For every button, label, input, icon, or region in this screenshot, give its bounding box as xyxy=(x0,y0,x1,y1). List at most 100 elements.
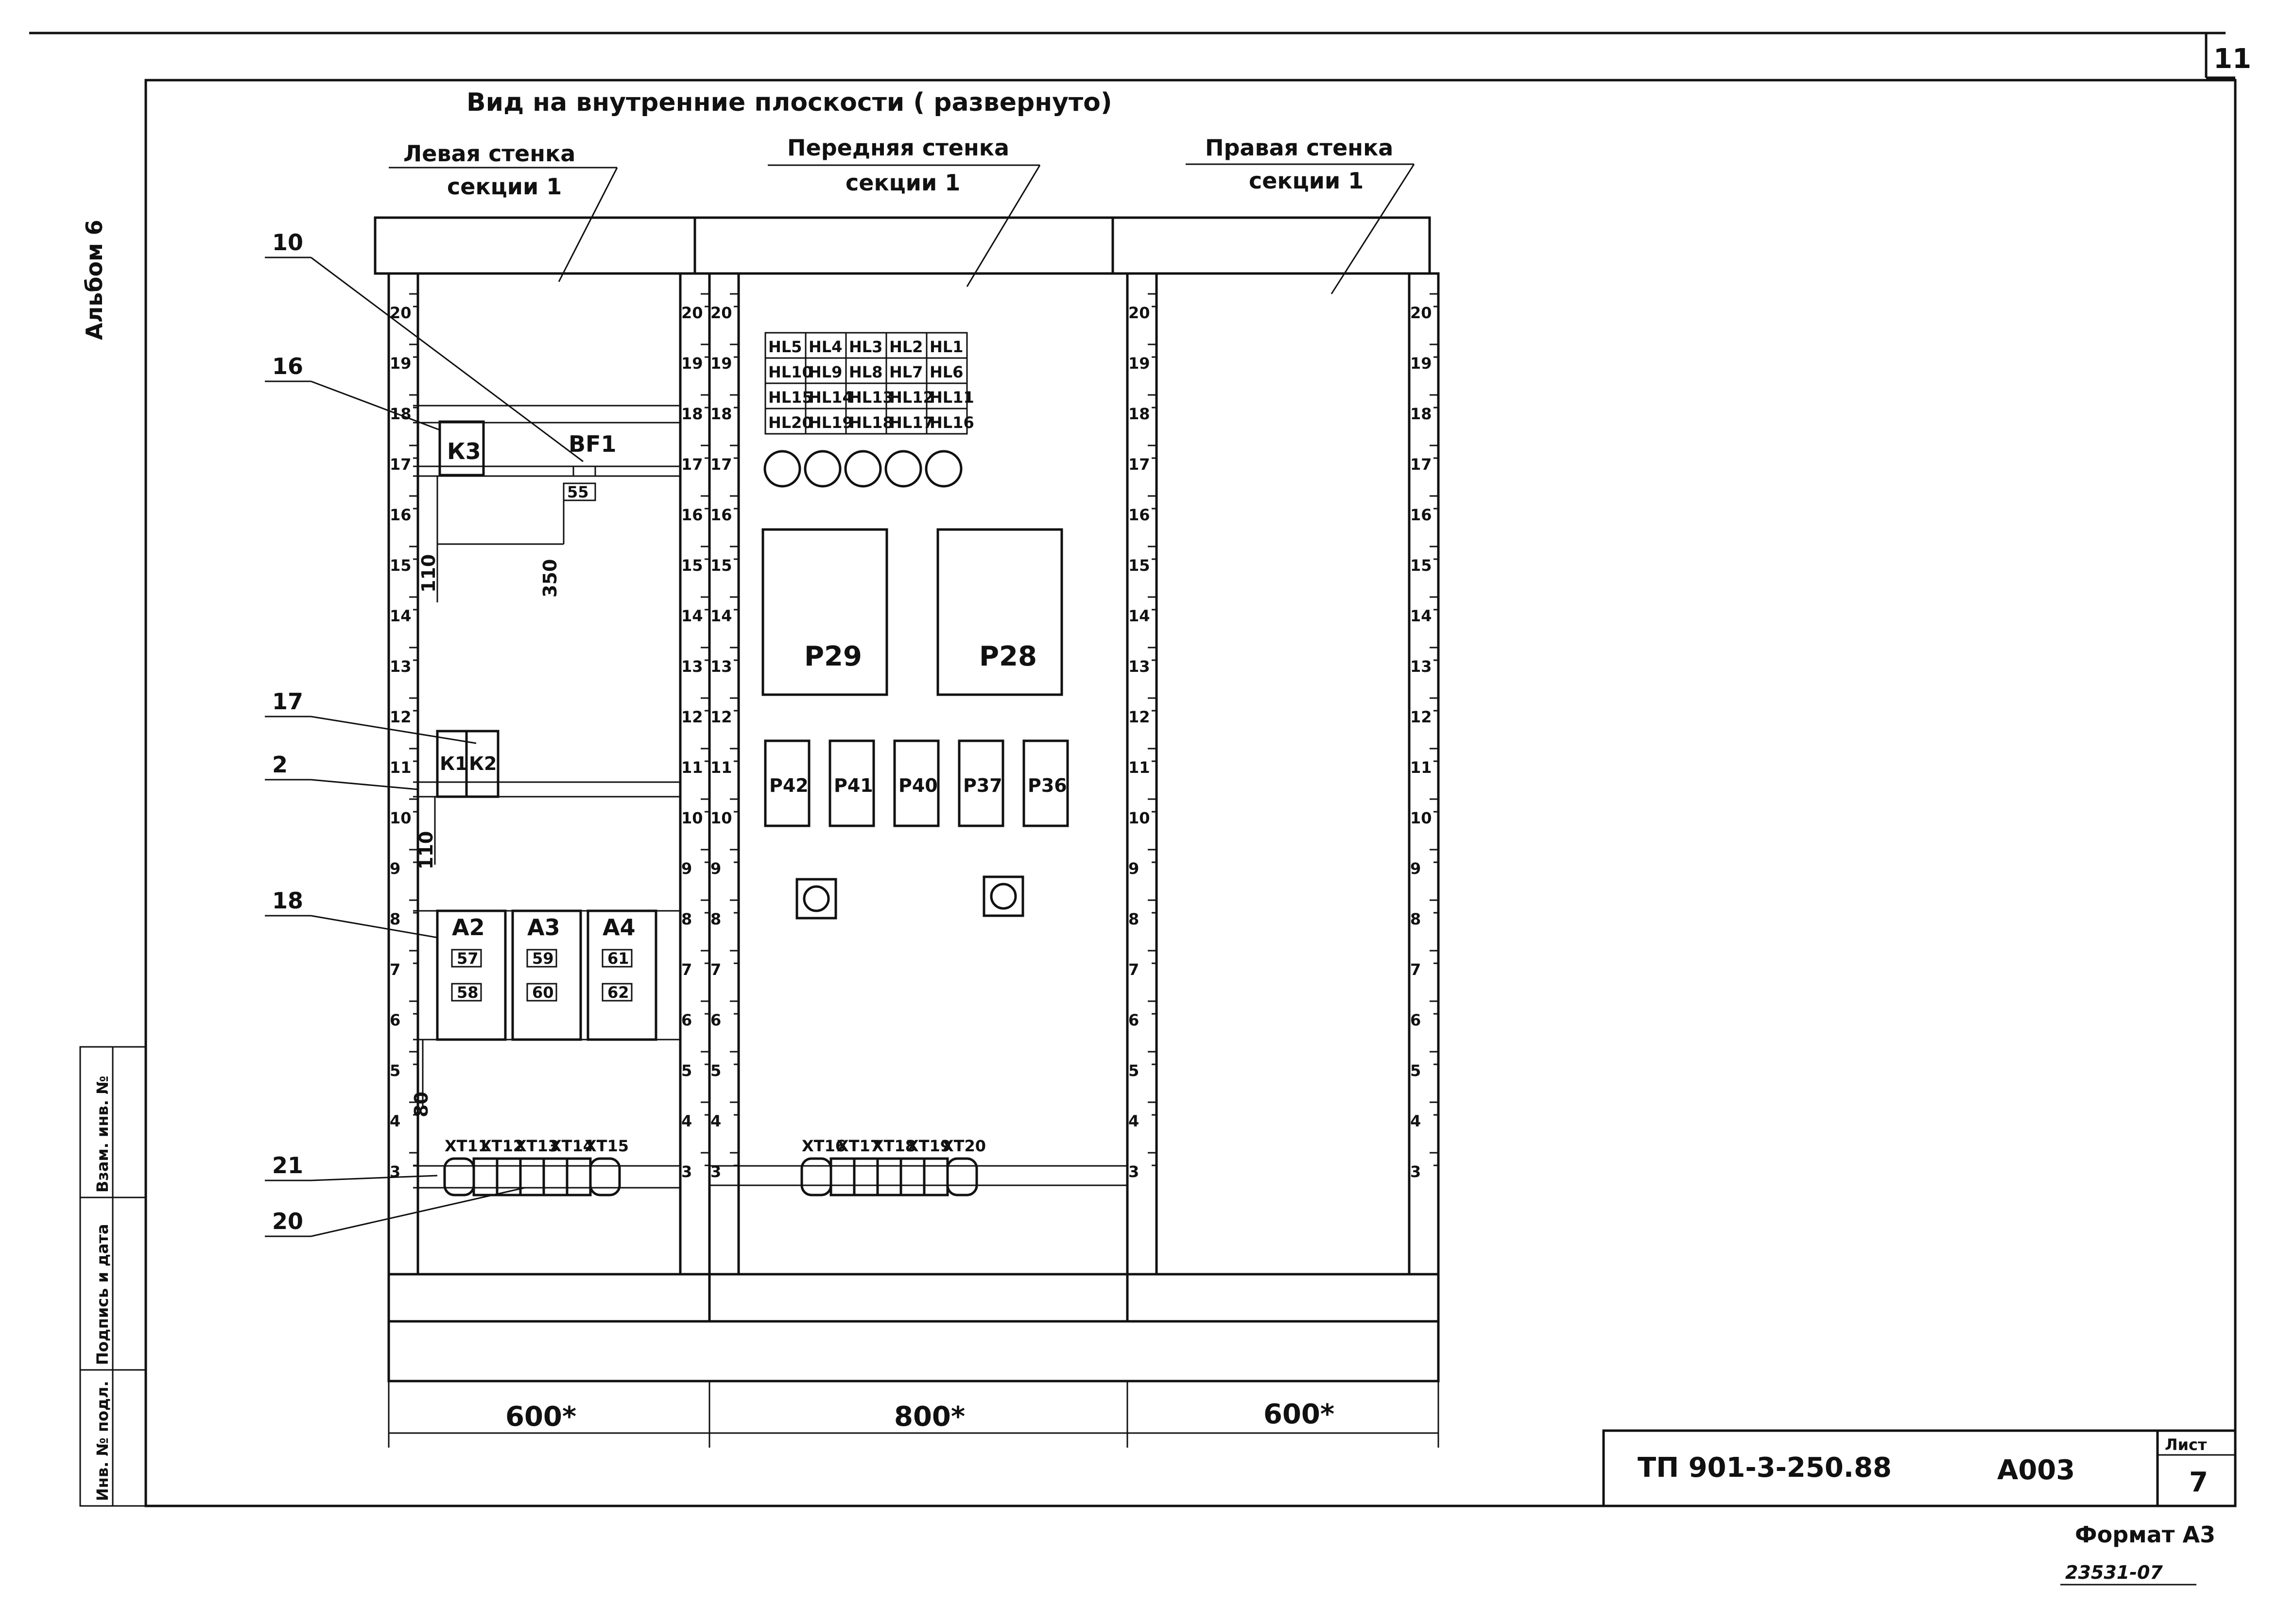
sensor-bf1-label: BF1 xyxy=(569,431,617,457)
rail-number: 8 xyxy=(1410,910,1421,928)
rail-number: 16 xyxy=(710,506,732,524)
small-relay xyxy=(764,739,811,827)
rail-4 xyxy=(1408,272,1440,1276)
module-name: А3 xyxy=(527,914,560,940)
module-name: А4 xyxy=(603,914,636,940)
small-relay xyxy=(893,739,940,827)
lamp-circles xyxy=(763,450,963,488)
stamp-inv-replace: Взам. инв. № xyxy=(93,1076,112,1193)
rail-number: 17 xyxy=(390,455,412,474)
rail-number: 4 xyxy=(710,1112,721,1130)
rail-number: 16 xyxy=(1128,506,1150,524)
rail-number: 18 xyxy=(710,405,732,423)
rail-number: 19 xyxy=(390,354,412,373)
small-relay-label: Р40 xyxy=(898,775,938,796)
rail-number: 5 xyxy=(1128,1061,1139,1080)
terminal-label: ХТ19 xyxy=(907,1137,951,1155)
dim-110-mid: 110 xyxy=(415,831,437,870)
rail-number: 15 xyxy=(681,556,703,575)
terminal-label: ХТ13 xyxy=(515,1137,559,1155)
mounting-rails: 2019181716151413121110987654320191817161… xyxy=(387,272,1440,1276)
footer-number: 23531-07 xyxy=(2065,1562,2163,1583)
rail-0 xyxy=(387,272,419,1276)
rail-number: 12 xyxy=(710,708,732,726)
rail-number: 15 xyxy=(1410,556,1432,575)
rail-number: 18 xyxy=(1410,405,1432,423)
terminal-cell xyxy=(472,1157,499,1196)
lamp-label: HL5 xyxy=(768,338,802,356)
wall-headings: Левая стенка секции 1 Передняя стенка се… xyxy=(389,135,1415,294)
rail-number: 14 xyxy=(681,607,703,625)
relay-k2-label: К2 xyxy=(469,753,497,774)
rail-number: 14 xyxy=(710,607,732,625)
terminal-label: ХТ17 xyxy=(837,1137,881,1155)
rail-number: 8 xyxy=(1128,910,1139,928)
lamp-label: HL3 xyxy=(849,338,882,356)
rail-number: 11 xyxy=(1410,758,1432,777)
callout-number: 2 xyxy=(272,752,288,778)
relay-k2 xyxy=(465,730,500,798)
rail-number: 15 xyxy=(710,556,732,575)
rail-number: 4 xyxy=(1128,1112,1139,1130)
terminal-cell xyxy=(566,1157,592,1196)
rail-number: 11 xyxy=(681,758,703,777)
terminal-label: ХТ18 xyxy=(872,1137,916,1155)
relay-k3-label: К3 xyxy=(447,438,481,464)
lamp-label: HL8 xyxy=(849,363,882,381)
rail-number: 20 xyxy=(681,304,703,322)
rail-number: 13 xyxy=(681,657,703,676)
lamp-circle xyxy=(844,450,882,488)
rail-number: 5 xyxy=(710,1061,721,1080)
lamp-circle xyxy=(884,450,922,488)
rail-number: 11 xyxy=(710,758,732,777)
small-relay xyxy=(958,739,1004,827)
front-wall-subtitle: секции 1 xyxy=(846,170,960,196)
rail-number: 15 xyxy=(1128,556,1150,575)
small-relay-label: Р41 xyxy=(834,775,873,796)
module-tag: 60 xyxy=(532,983,554,1002)
callout-number: 17 xyxy=(272,688,303,715)
rail-number: 7 xyxy=(390,960,400,979)
rail-number: 11 xyxy=(1128,758,1150,777)
rail-number: 8 xyxy=(710,910,721,928)
module-tag: 61 xyxy=(607,949,629,968)
rail-number: 13 xyxy=(710,657,732,676)
stamp-inv-orig: Инв. № подл. xyxy=(93,1381,112,1501)
rail-number: 9 xyxy=(1410,859,1421,878)
terminal-cell xyxy=(876,1157,902,1196)
rail-number: 5 xyxy=(390,1061,400,1080)
dim-110-top: 110 xyxy=(418,554,439,593)
rail-number: 3 xyxy=(390,1162,400,1181)
terminal-cell xyxy=(899,1157,926,1196)
rail-number: 14 xyxy=(390,607,412,625)
terminal-cell xyxy=(923,1157,949,1196)
dim-80: 80 xyxy=(411,1092,432,1117)
callout-number: 21 xyxy=(272,1152,303,1179)
stamp-signature-date: Подпись и дата xyxy=(93,1224,112,1365)
rail-number: 19 xyxy=(681,354,703,373)
module-tag: 62 xyxy=(607,983,629,1002)
rail-number: 15 xyxy=(390,556,412,575)
lamp-label: HL4 xyxy=(809,338,842,356)
rail-number: 17 xyxy=(1128,455,1150,474)
view-title: Вид на внутренние плоскости ( развернуто… xyxy=(466,88,1112,117)
rail-number: 9 xyxy=(681,859,692,878)
rail-number: 16 xyxy=(681,506,703,524)
rail-2 xyxy=(708,272,740,1276)
rail-number: 7 xyxy=(1410,960,1421,979)
terminal-cell xyxy=(519,1157,545,1196)
callout-number: 20 xyxy=(272,1208,303,1234)
side-stamp: Альбом 6 Инв. № подл. Подпись и дата Вза… xyxy=(79,220,147,1507)
rail-number: 3 xyxy=(1128,1162,1139,1181)
rail-number: 7 xyxy=(1128,960,1139,979)
lamp-circle xyxy=(804,450,842,488)
rail-number: 6 xyxy=(1410,1011,1421,1029)
small-relay xyxy=(1022,739,1069,827)
callout-number: 18 xyxy=(272,888,303,914)
rail-number: 11 xyxy=(390,758,412,777)
